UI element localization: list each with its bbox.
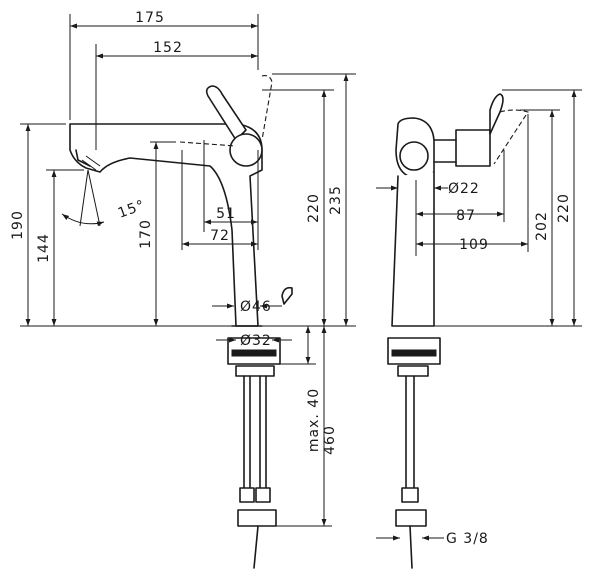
dim-220-right: 220 xyxy=(556,193,572,223)
side-view: Ø22 87 109 202 220 G 3/8 xyxy=(376,89,582,569)
popup-rod xyxy=(281,286,293,305)
hose-tail xyxy=(253,525,259,569)
dim-dia-22: Ø22 xyxy=(448,181,480,197)
dim-max-40: max. 40 xyxy=(306,388,322,452)
lever-side xyxy=(489,93,504,135)
dim-460: 460 xyxy=(322,425,338,455)
dim-202: 202 xyxy=(534,211,550,241)
aerator-lines xyxy=(81,155,101,171)
dim-72: 72 xyxy=(210,228,230,244)
lever-cylinder-side xyxy=(455,129,491,167)
column-side xyxy=(391,171,435,327)
dim-235: 235 xyxy=(328,185,344,215)
front-view: 175 152 190 144 170 15° 51 72 xyxy=(10,10,356,569)
hose-fitting-side xyxy=(401,487,419,503)
dim-175: 175 xyxy=(135,10,165,26)
lever-alt-position xyxy=(261,75,273,141)
dim-dia-46: Ø46 xyxy=(240,299,272,315)
dim-220-left: 220 xyxy=(306,193,322,223)
dim-144: 144 xyxy=(36,233,52,263)
mounting-bracket xyxy=(235,365,275,377)
mounting-bracket-side xyxy=(397,365,429,377)
lever-hub-front xyxy=(229,133,263,167)
lever-alt-line xyxy=(179,141,237,147)
hose-fitting-left xyxy=(239,487,255,503)
dim-dia-32: Ø32 xyxy=(240,333,272,349)
dim-109: 109 xyxy=(459,237,489,253)
spout-tip xyxy=(75,149,91,167)
hose-fitting-right xyxy=(255,487,271,503)
outlet-side xyxy=(399,141,429,171)
mounting-washer xyxy=(231,349,277,357)
lever-front xyxy=(205,85,247,141)
dim-152: 152 xyxy=(153,40,183,56)
dim-170: 170 xyxy=(138,219,154,249)
dim-thread: G 3/8 xyxy=(446,531,489,547)
lever-alt-side xyxy=(493,109,529,165)
connector-nut-side xyxy=(395,509,427,527)
dim-190: 190 xyxy=(10,210,26,240)
dim-angle: 15° xyxy=(116,197,148,222)
connector-nut xyxy=(237,509,277,527)
dim-87: 87 xyxy=(456,208,476,224)
dim-51: 51 xyxy=(216,206,236,222)
